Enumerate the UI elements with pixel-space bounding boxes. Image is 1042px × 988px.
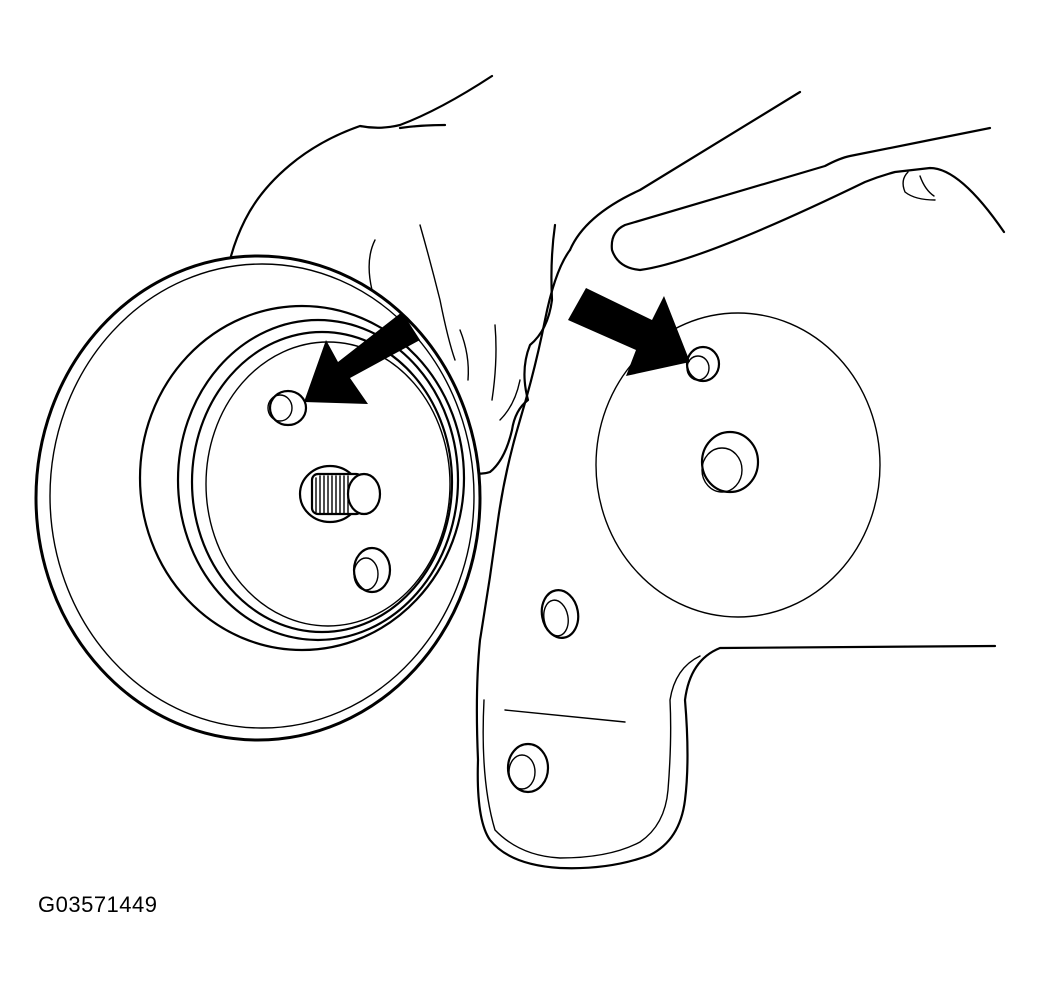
arrow-to-hub-hole: [568, 288, 690, 376]
knuckle: [475, 90, 1006, 870]
stud-threads: [315, 475, 349, 515]
brake-rotor: [34, 254, 482, 742]
arrow-to-rotor-hole: [304, 312, 420, 404]
figure-code: G03571449: [38, 892, 158, 917]
